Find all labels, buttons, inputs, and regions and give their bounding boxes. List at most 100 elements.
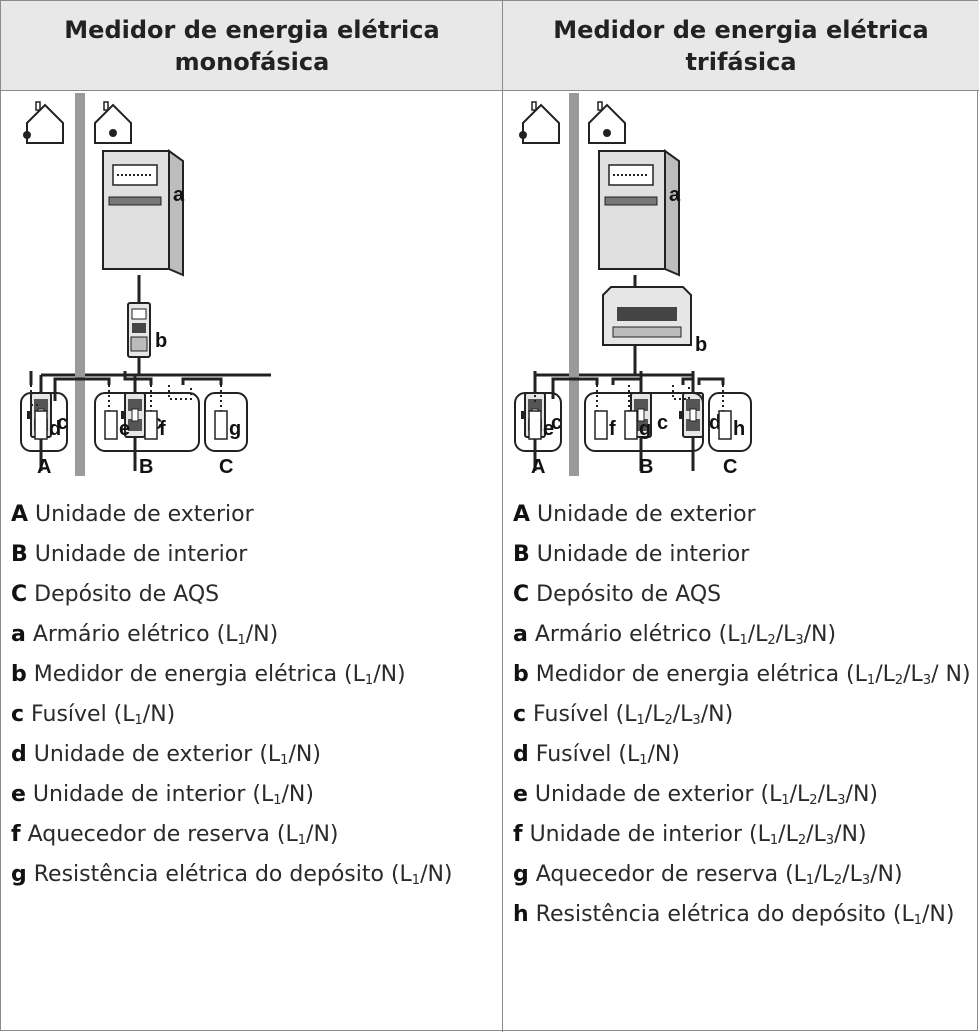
building-wall — [75, 93, 85, 471]
legend-item: g Aquecedor de reserva (L1/L2/L3/N) — [513, 862, 903, 888]
legend-text-end: /N) — [803, 622, 837, 647]
legend-item: f Unidade de interior (L1/L2/L3/N) — [513, 822, 867, 848]
label-h: h — [733, 418, 745, 440]
legend-item: f Aquecedor de reserva (L1/N) — [11, 821, 499, 849]
line-subscript: 3 — [795, 633, 804, 648]
legend-text-end: /N) — [870, 862, 903, 887]
line-subscript: 1 — [781, 793, 790, 808]
legend-text: Aquecedor de reserva (L — [27, 822, 298, 847]
line-subscript: 1 — [273, 793, 282, 808]
header-single-phase-text: Medidor de energia elétrica monofásica — [64, 15, 440, 76]
legend-key: h — [513, 902, 529, 927]
legend-item: a Armário elétrico (L1/L2/L3/N) — [513, 622, 837, 648]
label-c1: c — [551, 412, 562, 434]
header-single-phase: Medidor de energia elétrica monofásica — [1, 1, 503, 91]
legend-key: c — [11, 702, 25, 727]
legend-text: Aquecedor de reserva (L — [535, 862, 806, 887]
column-divider — [502, 1, 503, 1032]
three-phase-units: e f g h A B C — [513, 371, 973, 481]
legend-text: Unidade de exterior — [35, 502, 254, 527]
label-b: b — [695, 334, 707, 356]
line-subscript: 1 — [297, 833, 307, 848]
legend-text: Unidade de exterior — [537, 502, 756, 527]
legend-text-end: /N) — [420, 862, 453, 887]
legend-text-end: /N) — [834, 822, 867, 847]
label-f: f — [609, 418, 616, 440]
legend-item: b Medidor de energia elétrica (L1/L2/L3/… — [513, 662, 971, 688]
single-phase-units: d e f g A B C — [11, 371, 491, 481]
legend-item: e Unidade de interior (L1/N) — [11, 781, 499, 809]
legend-item: B Unidade de interior — [11, 541, 499, 569]
line-subscript: 1 — [866, 673, 876, 688]
legend-item: d Fusível (L1/N) — [513, 741, 975, 769]
legend-text: Unidade de interior (L — [32, 782, 274, 807]
label-a: a — [173, 184, 185, 206]
legend-item: a Armário elétrico (L1/N) — [11, 621, 499, 649]
legend-key: B — [11, 542, 28, 567]
label-A: A — [531, 456, 545, 478]
legend-text-end: /N) — [245, 622, 279, 647]
legend-text-end: /N) — [281, 782, 314, 807]
legend-item: c Fusível (L1/L2/L3/N) — [513, 702, 734, 728]
legend-text-end: /N) — [700, 702, 734, 727]
outdoor-unit-box — [20, 392, 68, 452]
label-A: A — [37, 456, 51, 478]
legend-key: C — [513, 582, 530, 607]
line-subscript: 2 — [797, 833, 807, 848]
indoor-unit-box — [94, 392, 200, 452]
legend-key: a — [11, 622, 26, 647]
legend-text: Resistência elétrica do depósito (L — [33, 862, 412, 887]
meter-icon — [127, 302, 151, 358]
legend-text: Unidade de exterior (L — [33, 742, 281, 767]
label-d: d — [709, 412, 721, 434]
line-subscript: 1 — [280, 753, 289, 768]
label-g: g — [639, 418, 651, 440]
legend-item: A Unidade de exterior — [513, 501, 975, 529]
label-a: a — [669, 184, 681, 206]
legend-key: g — [513, 862, 529, 887]
line-subscript: 1 — [364, 673, 374, 688]
legend-text: Unidade de interior (L — [529, 822, 770, 847]
tank-box — [204, 392, 248, 452]
legend-key: f — [11, 822, 21, 847]
line-subscript: 2 — [664, 713, 673, 728]
legend-key: e — [11, 782, 26, 807]
legend-text: Unidade de interior — [536, 542, 750, 567]
label-d: d — [49, 418, 61, 440]
legend-text-end: / N) — [931, 662, 971, 687]
cabinet-icon — [102, 150, 184, 276]
outdoor-house-icon — [519, 101, 560, 144]
cabinet-icon — [598, 150, 680, 276]
legend-text: Depósito de AQS — [34, 582, 220, 607]
tank-box — [708, 392, 752, 452]
legend-key: C — [11, 582, 28, 607]
legend-text-end: /N) — [647, 742, 680, 767]
legend-item: e Unidade de exterior (L1/L2/L3/N) — [513, 782, 878, 808]
legend-key: c — [513, 702, 527, 727]
legend-item: A Unidade de exterior — [11, 501, 499, 529]
header-three-phase: Medidor de energia elétrica trifásica — [503, 1, 979, 91]
label-f: f — [159, 418, 166, 440]
line-subscript: 1 — [636, 713, 645, 728]
legend-text-end: /N) — [306, 822, 339, 847]
legend-text: Fusível (L — [31, 702, 135, 727]
legend-item: C Depósito de AQS — [11, 581, 499, 609]
legend-text: Fusível (L — [535, 742, 640, 767]
legend-text: Armário elétrico (L — [32, 622, 238, 647]
line-subscript: 1 — [913, 913, 922, 928]
line-subscript: 2 — [833, 873, 843, 888]
legend-key: A — [513, 502, 531, 527]
legend-key: d — [513, 742, 529, 767]
legend-text-end: /N) — [845, 782, 878, 807]
legend-key: b — [11, 662, 27, 687]
line-subscript: 3 — [861, 873, 871, 888]
header-three-phase-text: Medidor de energia elétrica trifásica — [553, 15, 929, 76]
line-subscript: 2 — [894, 673, 904, 688]
legend-text: Depósito de AQS — [536, 582, 722, 607]
line-subscript: 2 — [809, 793, 818, 808]
legend-text: Medidor de energia elétrica (L — [535, 662, 867, 687]
legend-text: Medidor de energia elétrica (L — [33, 662, 365, 687]
